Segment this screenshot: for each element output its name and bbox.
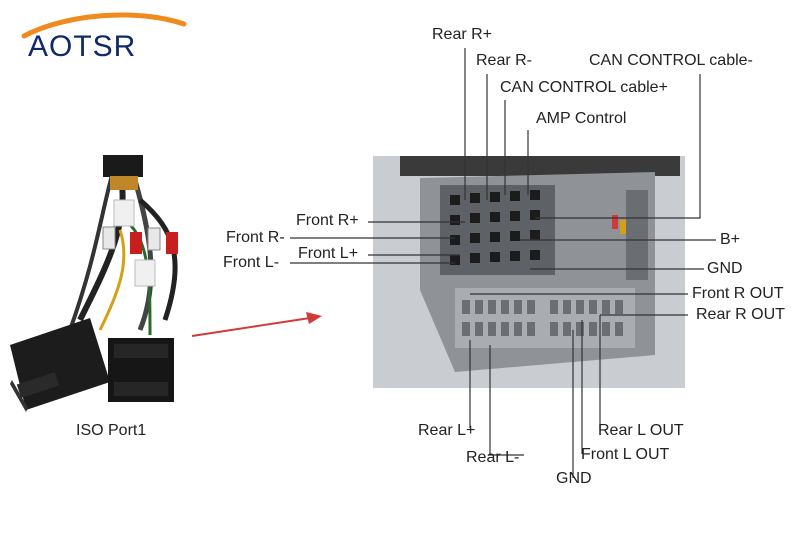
label-gnd-top: GND (707, 260, 743, 277)
label-front-r-out: Front R OUT (692, 285, 784, 302)
label-rear-l-minus: Rear L- (466, 449, 520, 466)
label-rear-l-plus: Rear L+ (418, 422, 476, 439)
label-b-plus: B+ (720, 231, 741, 248)
logo-swoosh-icon (21, 12, 187, 39)
brand-logo: AOTSR (6, 8, 206, 68)
label-can-control-minus: CAN CONTROL cable- (589, 52, 753, 69)
label-rear-r-plus: Rear R+ (432, 26, 493, 43)
label-gnd-bottom: GND (556, 470, 592, 487)
label-front-r-plus: Front R+ (296, 212, 359, 229)
label-front-l-minus: Front L- (223, 254, 280, 271)
label-can-control-plus: CAN CONTROL cable+ (500, 79, 668, 96)
iso-port-label: ISO Port1 (76, 422, 147, 439)
pointer-arrow (191, 312, 322, 337)
label-front-l-out: Front L OUT (581, 446, 670, 463)
connector-photo (373, 156, 685, 388)
top-plug (103, 155, 143, 177)
label-rear-r-minus: Rear R- (476, 52, 533, 69)
label-rear-l-out: Rear L OUT (598, 422, 684, 439)
logo-text: AOTSR (28, 30, 137, 63)
leader-lines (290, 48, 716, 478)
label-amp-control: AMP Control (536, 110, 627, 127)
harness-illustration (10, 155, 178, 412)
label-front-r-minus: Front R- (226, 229, 285, 246)
label-front-l-plus: Front L+ (298, 245, 359, 262)
label-rear-r-out: Rear R OUT (696, 306, 785, 323)
